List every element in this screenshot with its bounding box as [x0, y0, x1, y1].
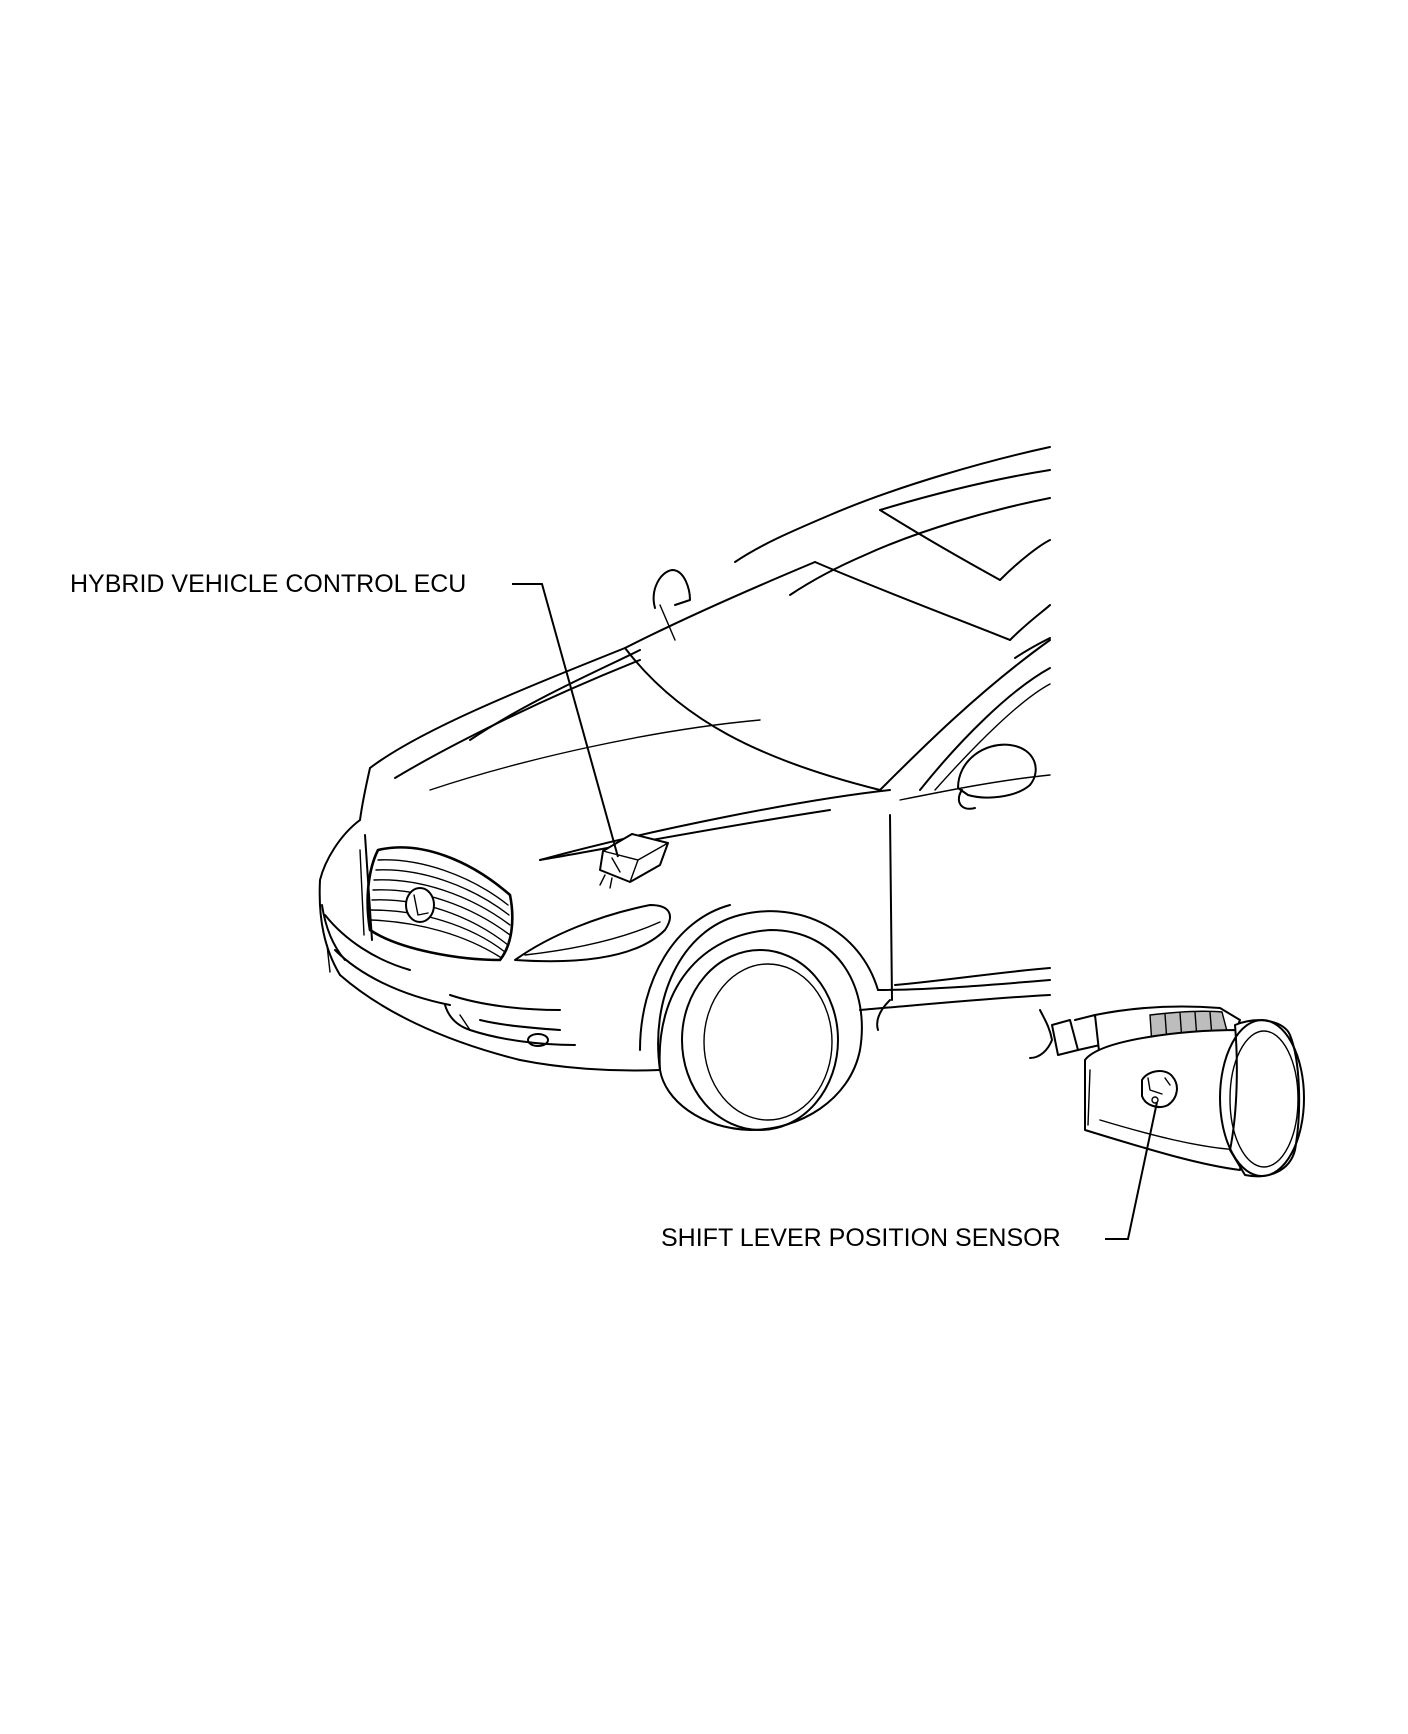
- transmission-assembly-icon: [1029, 1005, 1305, 1178]
- ecu-callout-label: HYBRID VEHICLE CONTROL ECU: [70, 570, 466, 598]
- front-wheel: [658, 929, 863, 1131]
- sensor-callout-label: SHIFT LEVER POSITION SENSOR: [661, 1224, 1061, 1252]
- ecu-callout: HYBRID VEHICLE CONTROL ECU: [70, 570, 619, 858]
- sensor-callout: SHIFT LEVER POSITION SENSOR: [661, 1101, 1158, 1252]
- sensor-leader-line: [1105, 1101, 1158, 1240]
- ecu-leader-line: [512, 583, 619, 858]
- brand-emblem-icon: [405, 887, 435, 923]
- sedan-front-three-quarter-icon: [318, 446, 1051, 1131]
- shift-position-sensor-icon: [1141, 1070, 1178, 1108]
- ecu-module-icon: [599, 833, 669, 889]
